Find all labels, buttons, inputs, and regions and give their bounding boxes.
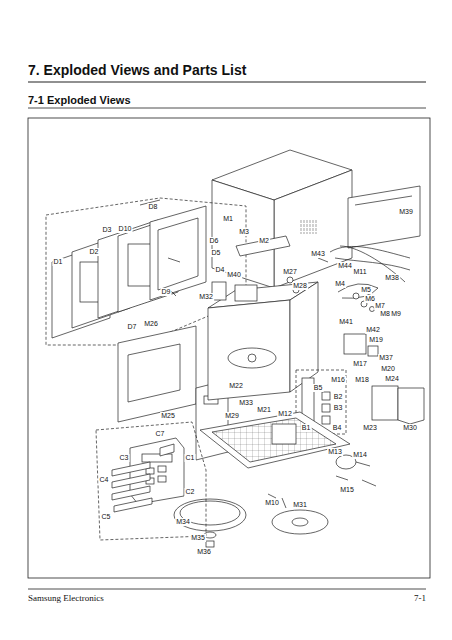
callout-number: M8 <box>379 310 391 318</box>
callout-number: D7 <box>127 323 138 331</box>
callout-number: M40 <box>226 271 242 279</box>
callout-number: D4 <box>215 266 226 274</box>
callout-number: M15 <box>339 486 355 494</box>
callout-number: M27 <box>282 268 298 276</box>
callout-number: M30 <box>402 424 418 432</box>
callout-number: M43 <box>310 250 326 258</box>
callout-number: M31 <box>292 501 308 509</box>
callout-number: D1 <box>53 258 64 266</box>
callout-number: B3 <box>333 404 344 412</box>
callout-number: M25 <box>160 412 176 420</box>
callout-number: M23 <box>362 424 378 432</box>
callout-number: D6 <box>209 237 220 245</box>
callout-number: M38 <box>384 274 400 282</box>
callout-number: M7 <box>374 302 386 310</box>
callout-number: M44 <box>337 262 353 270</box>
callout-number: M2 <box>258 237 270 245</box>
callout-number: M33 <box>238 399 254 407</box>
callout-number: D8 <box>148 203 159 211</box>
callout-number: M3 <box>238 228 250 236</box>
callout-number: M42 <box>365 326 381 334</box>
callout-number: M39 <box>398 208 414 216</box>
callout-number: B5 <box>313 384 324 392</box>
callout-number: M5 <box>360 286 372 294</box>
callout-number: B2 <box>333 393 344 401</box>
callout-number: M21 <box>256 406 272 414</box>
footer-text: Samsung Electronics <box>28 593 104 603</box>
callout-number: M34 <box>175 518 191 526</box>
callout-number: M16 <box>330 376 346 384</box>
callout-number: C4 <box>99 476 110 484</box>
callout-number: C2 <box>185 488 196 496</box>
page-number: 7-1 <box>414 593 426 603</box>
callout-number: B4 <box>332 424 343 432</box>
callout-number: M26 <box>143 320 159 328</box>
callout-number: M12 <box>277 410 293 418</box>
callout-number: D2 <box>89 248 100 256</box>
callout-number: M10 <box>264 499 280 507</box>
callout-number: M24 <box>384 375 400 383</box>
callout-number: C3 <box>119 454 130 462</box>
callout-number: C7 <box>155 430 166 438</box>
callout-number: M14 <box>352 451 368 459</box>
callout-number: M1 <box>222 215 234 223</box>
callout-number: M4 <box>334 280 346 288</box>
callout-number: D5 <box>211 249 222 257</box>
callout-number: M22 <box>228 382 244 390</box>
callout-number: B1 <box>301 424 312 432</box>
callout-number: M35 <box>190 534 206 542</box>
callout-number: D10 <box>118 225 133 233</box>
callout-number: M18 <box>354 376 370 384</box>
callout-number: D3 <box>102 226 113 234</box>
callout-number: M13 <box>327 448 343 456</box>
callout-number: M41 <box>338 318 354 326</box>
callout-number: M36 <box>196 548 212 556</box>
callout-number: M19 <box>368 336 384 344</box>
callout-number: M37 <box>378 354 394 362</box>
section-heading: 7-1 Exploded Views <box>28 94 131 106</box>
callout-number: D9 <box>161 288 172 296</box>
callout-number: M11 <box>352 268 367 276</box>
callout-number: M9 <box>390 310 402 318</box>
callout-number: C1 <box>185 454 196 462</box>
page-title: 7. Exploded Views and Parts List <box>28 62 246 78</box>
callout-number: M17 <box>352 360 368 368</box>
callout-number: M28 <box>292 282 308 290</box>
callout-number: M32 <box>198 293 214 301</box>
callout-number: C5 <box>101 513 112 521</box>
callout-number: M29 <box>224 412 240 420</box>
callout-number: M20 <box>380 365 396 373</box>
